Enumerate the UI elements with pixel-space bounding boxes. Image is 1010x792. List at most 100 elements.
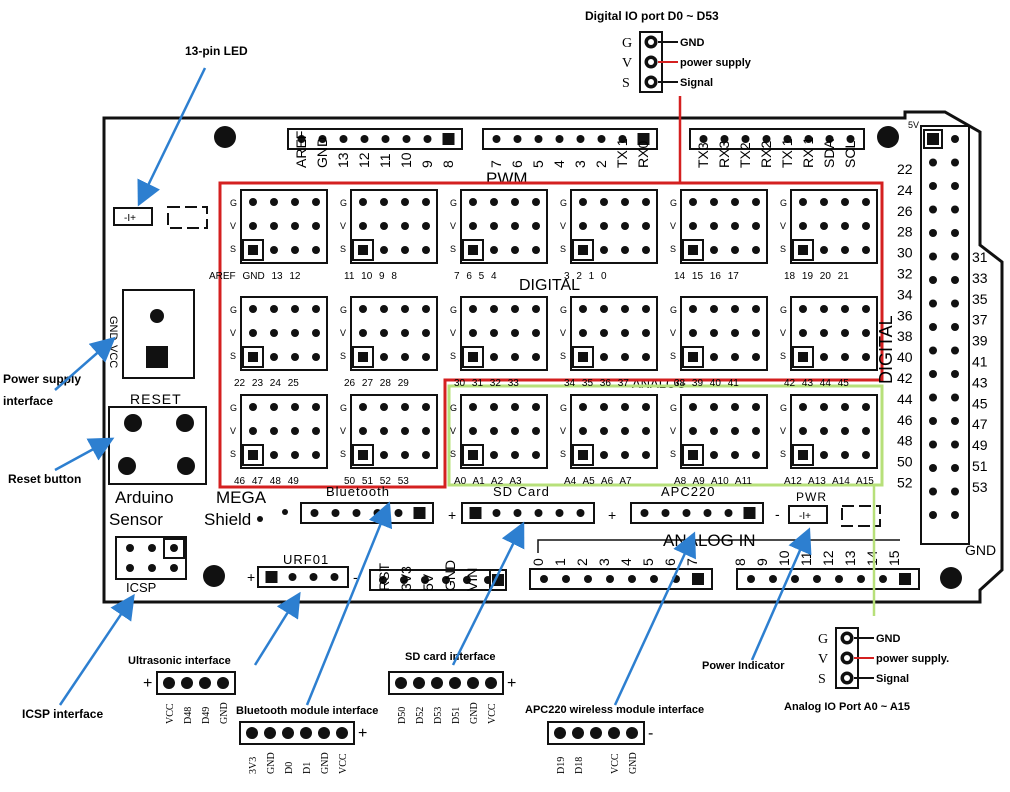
connector-pin-label: D18: [574, 757, 585, 774]
urf01-label: URF01: [283, 552, 329, 567]
connector-pin: [395, 677, 407, 689]
gvs-pin: [841, 222, 849, 230]
connector-polarity: -: [648, 725, 653, 742]
header-pin: [724, 509, 733, 517]
gvs-pin: [401, 329, 409, 337]
gvs-pin: [752, 198, 760, 206]
header-pin: [534, 135, 543, 143]
gvs-letter: G: [230, 305, 237, 315]
gvs-signal-pin: [578, 352, 588, 362]
connector-pin-label: VCC: [487, 703, 498, 724]
header-pin: [606, 575, 614, 583]
gvs-letter: S: [560, 449, 566, 459]
analog-region-outline: [447, 384, 884, 487]
header-top-left-label: 10: [398, 152, 414, 168]
connector-polarity: +: [507, 675, 516, 692]
gvs-pin: [270, 451, 278, 459]
gvs-letter: G: [780, 305, 787, 315]
connector-pin: [264, 727, 276, 739]
gvs-pin: [642, 198, 650, 206]
header-top-left-label: GND: [314, 137, 330, 168]
right-header-left-label: 30: [897, 245, 913, 261]
gvs-pin: [312, 329, 320, 337]
gvs-letter: G: [560, 305, 567, 315]
led13-symbol: -I+: [124, 213, 136, 224]
gvs-pin: [291, 305, 299, 313]
gvs-pin: [799, 222, 807, 230]
connector-pin: [572, 727, 584, 739]
gvs-pin: [532, 305, 540, 313]
gvs-pin: [422, 427, 430, 435]
gvs-letter: S: [560, 351, 566, 361]
gvs-pin: [270, 427, 278, 435]
arrow-bluetooth: [305, 501, 393, 706]
gvs-pin: [642, 305, 650, 313]
header-pin: [783, 135, 792, 143]
analog-pin-number: 15: [886, 550, 902, 566]
gvs-letter: G: [670, 198, 677, 208]
gvs-pin: [621, 451, 629, 459]
analog-in-header-high: [736, 568, 920, 590]
gvs-pin: [312, 427, 320, 435]
digital-label: DIGITAL: [519, 277, 580, 294]
right-header-right-label: 35: [972, 291, 988, 307]
gvs-pin: [731, 246, 739, 254]
legend-letter: G: [818, 632, 828, 647]
analog-pin-number: 6: [662, 558, 678, 566]
gvs-pin: [422, 353, 430, 361]
gvs-pin: [731, 353, 739, 361]
right-header-gnd-label: GND: [965, 542, 996, 558]
gvs-pin: [270, 353, 278, 361]
header-pin: [310, 509, 319, 517]
gvs-pin: [249, 403, 257, 411]
gvs-pin: [490, 329, 498, 337]
gvs-pin: [469, 403, 477, 411]
gvs-signal-pin: [688, 245, 698, 255]
gvs-letter: S: [450, 244, 456, 254]
gvs-pin: [490, 403, 498, 411]
analog-pin-number: 0: [530, 558, 546, 566]
right-header-left-label: 24: [897, 182, 913, 198]
gvs-pin: [249, 198, 257, 206]
gvs-pin: [490, 246, 498, 254]
gvs-pin: [291, 451, 299, 459]
gvs-letter: V: [560, 221, 566, 231]
gvs-pin: [689, 329, 697, 337]
header-pin: [804, 135, 813, 143]
icsp-label: ICSP: [126, 580, 156, 595]
right-header-left-label: 36: [897, 307, 913, 323]
apc220-callout: APC220 wireless module interface: [525, 704, 704, 716]
header-pin: [791, 575, 799, 583]
gvs-pin: [600, 403, 608, 411]
power-jack-gnd-label: GND: [107, 316, 119, 341]
gvs-pin: [862, 246, 870, 254]
gvs-block-label: 11 10 9 8: [344, 271, 397, 282]
gvs-pin: [422, 403, 430, 411]
gvs-pin: [710, 451, 718, 459]
gvs-pin: [752, 305, 760, 313]
gvs-letter: S: [670, 351, 676, 361]
legend-letter: G: [622, 36, 632, 51]
gvs-letter: V: [230, 221, 236, 231]
gvs-pin: [359, 305, 367, 313]
header-pin-square: [692, 573, 704, 585]
legend-letter: S: [622, 76, 630, 91]
connector-pin: [300, 727, 312, 739]
header-top-mid-label: TX 1: [614, 138, 630, 168]
pwr-led-component: [788, 505, 828, 524]
header-pin: [309, 573, 318, 581]
gvs-pin: [820, 329, 828, 337]
connector-pin: [485, 677, 497, 689]
gvs-letter: S: [340, 449, 346, 459]
mounting-hole: [214, 126, 236, 148]
header-pin: [747, 575, 755, 583]
right-header-left-label: 48: [897, 433, 913, 449]
